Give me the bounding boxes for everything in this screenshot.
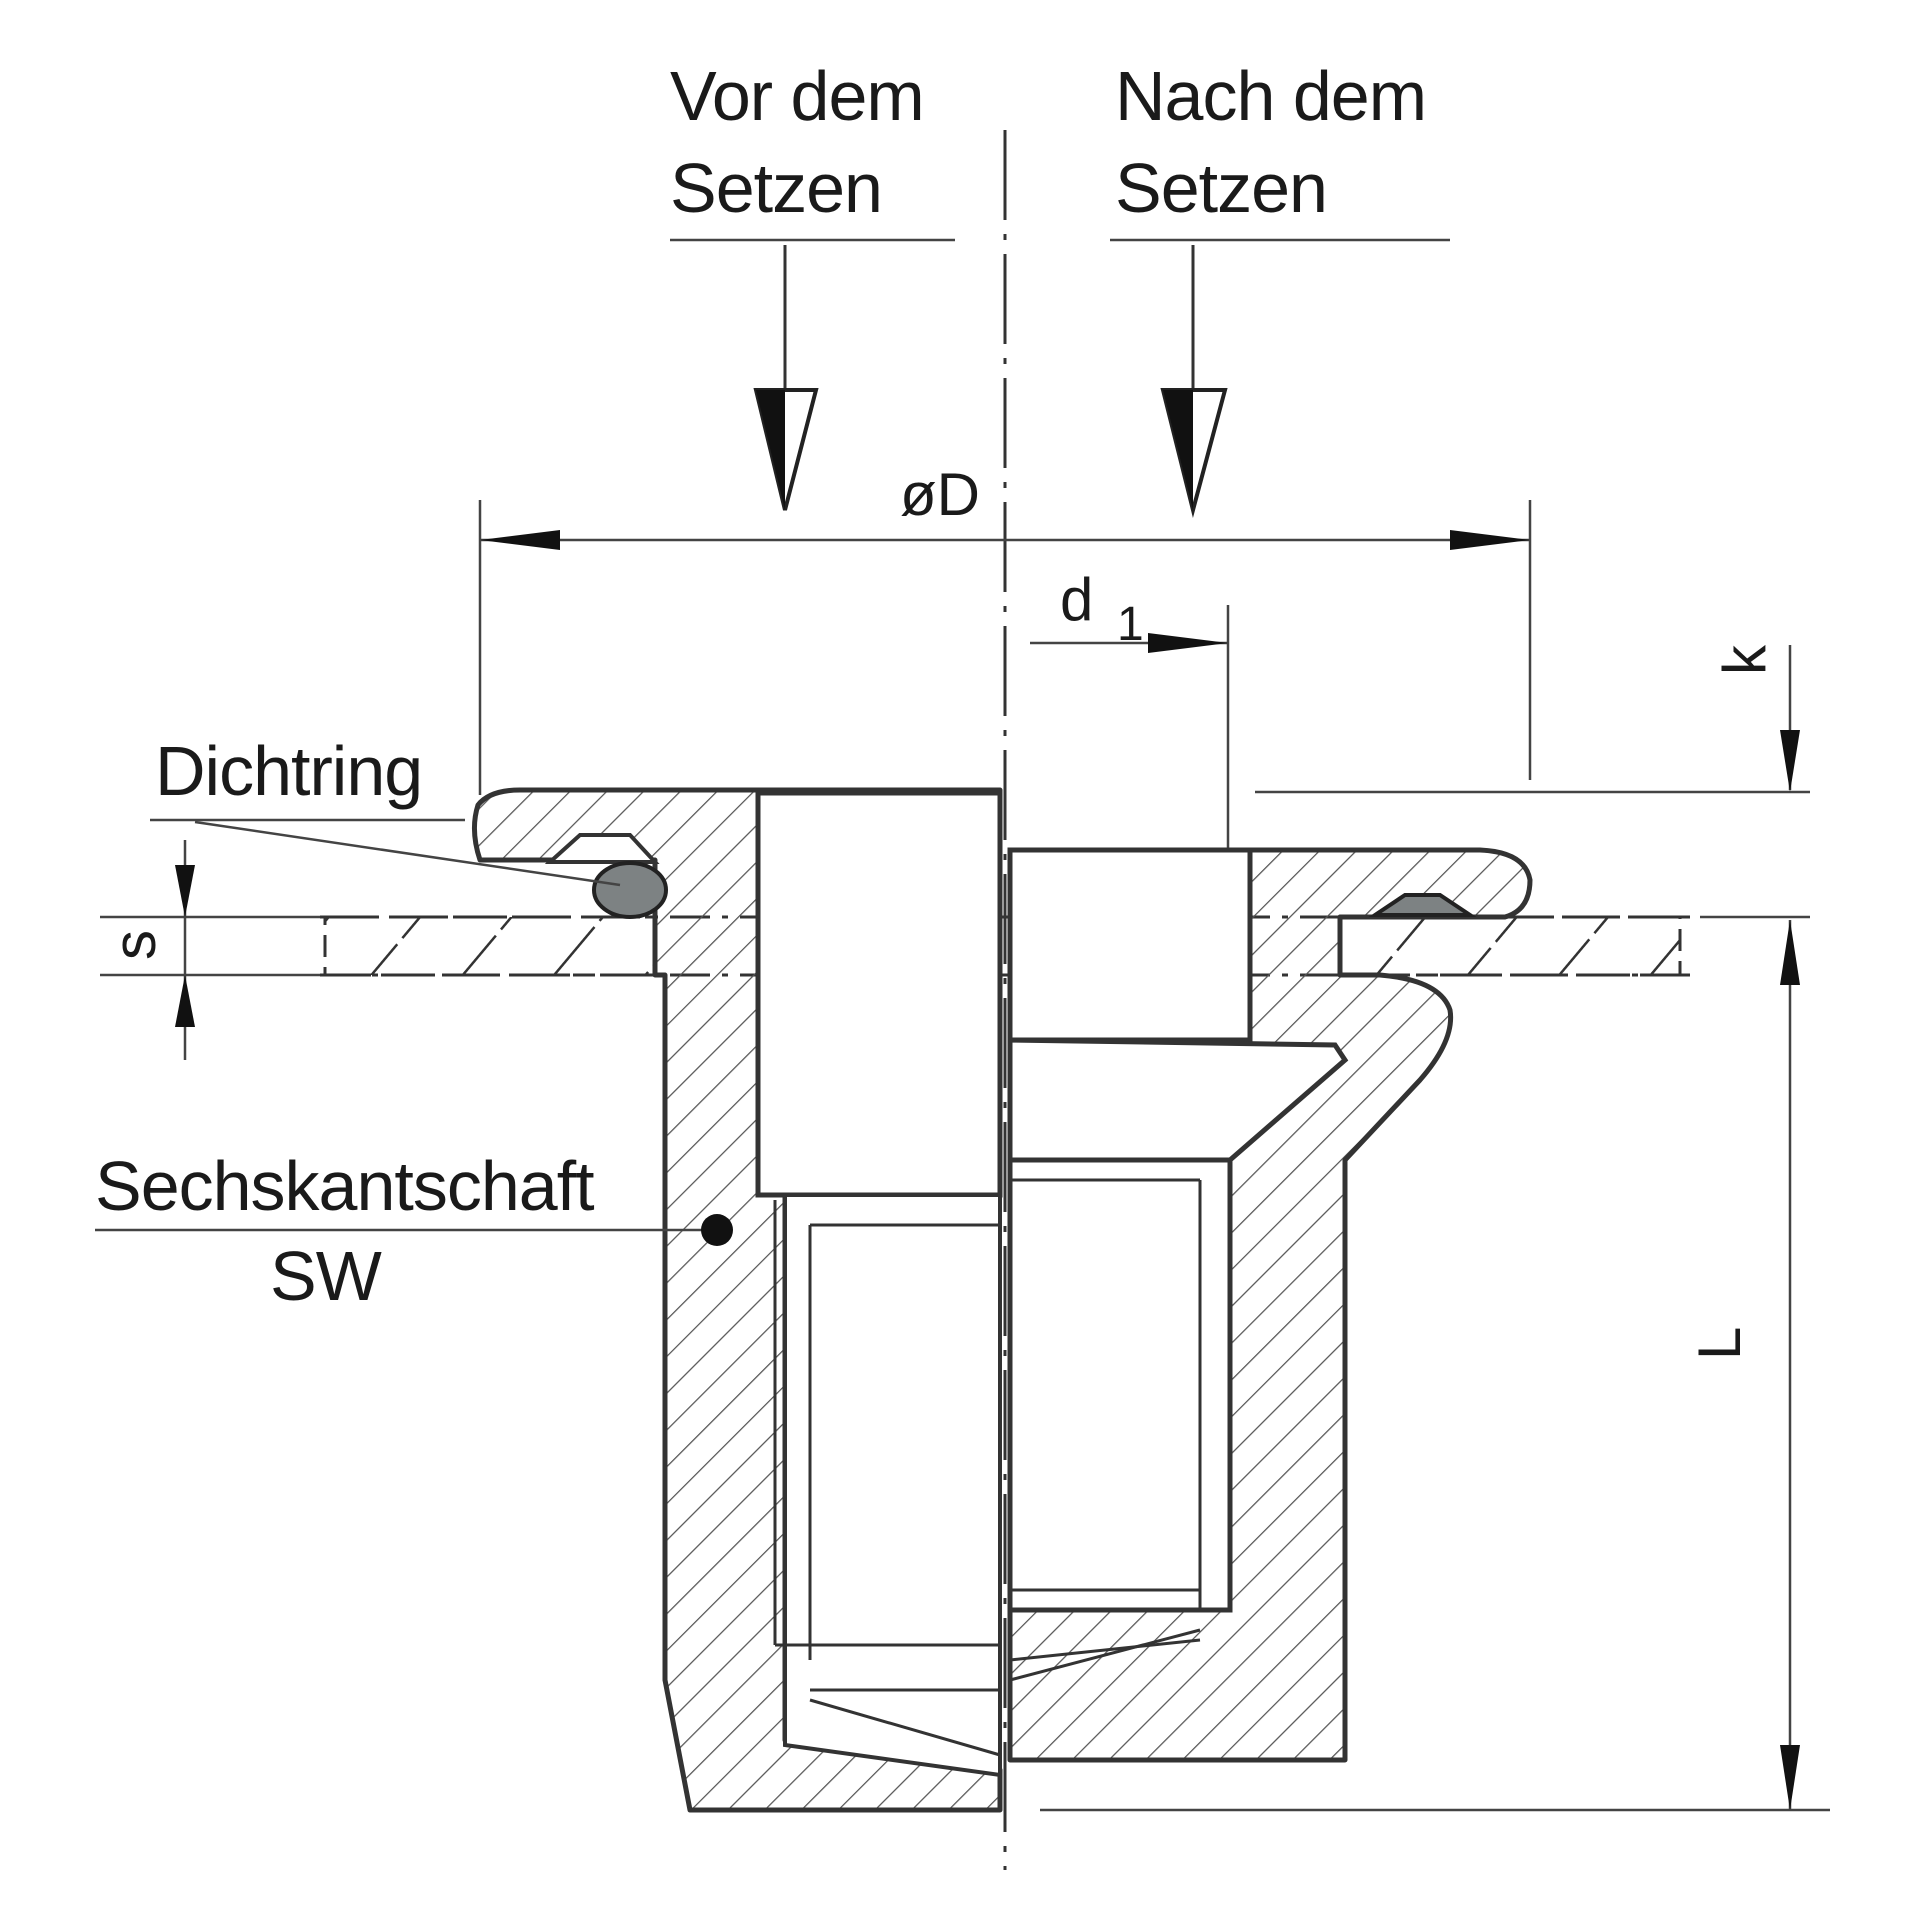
label-s: s (101, 930, 168, 960)
seal-ring-left (592, 861, 668, 919)
after-bore-upper (1007, 847, 1253, 1043)
label-hex-shank-line1: Sechskantschaft (95, 1147, 594, 1225)
label-diameter: øD (900, 461, 980, 528)
after-arrow (1160, 245, 1228, 518)
before-thread (773, 1200, 1001, 1757)
before-arrow (753, 245, 819, 511)
seal-ring-right (1368, 893, 1477, 917)
seal-ring-leader (194, 820, 621, 887)
sheet-left (323, 915, 657, 977)
L-dimension (1040, 915, 1830, 1812)
after-flare (1007, 1037, 1349, 1163)
label-L: L (1686, 1327, 1753, 1360)
s-dimension (100, 840, 330, 1060)
before-bore-lower (783, 1193, 1002, 1778)
label-before-line2: Setzen (670, 149, 882, 227)
label-d1: d (1060, 566, 1093, 633)
label-after-line1: Nach dem (1115, 57, 1426, 135)
label-hex-shank-line2: SW (270, 1237, 382, 1315)
label-seal-ring: Dichtring (155, 732, 422, 810)
sheet-right (1338, 915, 1682, 977)
after-thread (1009, 1178, 1202, 1682)
before-bore-upper (755, 790, 1003, 1198)
k-dimension (1255, 645, 1810, 794)
diameter-dimension (478, 500, 1532, 795)
label-d1-subscript: 1 (1117, 598, 1144, 651)
label-before-line1: Vor dem (670, 57, 924, 135)
after-bore-lower (1007, 1157, 1233, 1613)
label-k: k (1711, 644, 1778, 675)
label-after-line2: Setzen (1115, 149, 1327, 227)
hex-shank-leader-dot (701, 1214, 733, 1246)
